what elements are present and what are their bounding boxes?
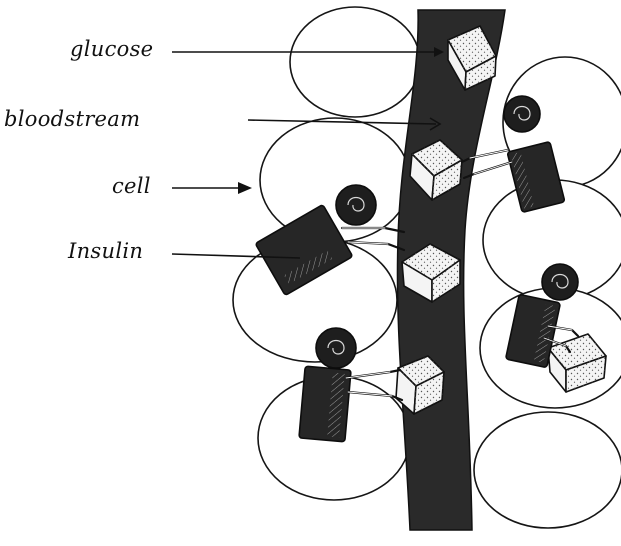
cell-right-4 (474, 412, 621, 528)
cell-left-1 (290, 7, 420, 117)
label-bloodstream: bloodstream (4, 107, 140, 131)
leader-cell (172, 182, 252, 194)
label-insulin: Insulin (68, 239, 143, 263)
label-cell: cell (112, 174, 151, 198)
cell-left-2 (260, 118, 410, 242)
label-glucose: glucose (70, 37, 153, 61)
